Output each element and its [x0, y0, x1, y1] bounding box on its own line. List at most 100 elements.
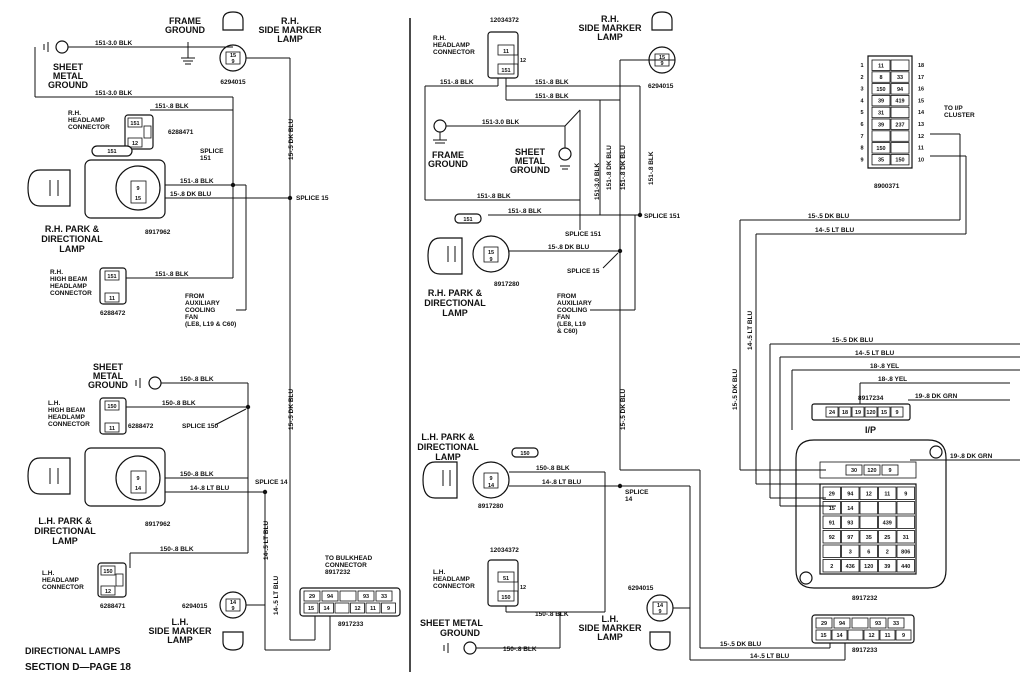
- right-bulkhead-grid-pin-cell: [841, 486, 860, 500]
- mid-lh-headlamp-connector: 51 150 12: [487, 559, 526, 607]
- left-bulkhead-pin-bot-cell: [365, 602, 381, 614]
- cluster-cell-cell: [871, 130, 891, 142]
- bottom-conn-pin-top: 93: [875, 621, 881, 627]
- svg-text:9: 9: [231, 606, 234, 612]
- footer-section-name: DIRECTIONAL LAMPS: [25, 646, 120, 656]
- left-bulkhead-pin-bot-cell: [381, 602, 396, 614]
- mid-lh-side-marker-part: 6294015: [628, 585, 654, 592]
- cluster-cell: 8: [879, 75, 882, 81]
- ip-pin: 19: [855, 410, 861, 416]
- right-bulkhead-grid-pin: 91: [829, 520, 835, 526]
- cluster-pin-right: 15: [918, 98, 924, 104]
- rh-park-lamp: 915 151: [27, 145, 166, 219]
- right-bulkhead-grid-pin-cell: [822, 559, 841, 573]
- bottom-conn-pin-bot-cell: [831, 629, 848, 641]
- mid-lh-park-lamp: 914 150: [422, 447, 539, 499]
- svg-text:15: 15: [230, 53, 236, 59]
- svg-text:51: 51: [503, 576, 509, 582]
- cluster-cell-cell: [890, 59, 910, 71]
- cluster-cell-cell: [871, 95, 891, 107]
- right-bulkhead-grid-pin-cell: [822, 501, 841, 515]
- bottom-conn-pin-bot-cell: [879, 629, 896, 641]
- svg-text:9: 9: [136, 186, 139, 192]
- cluster-part: 8900371: [874, 183, 900, 190]
- cluster-pin-right: 12: [918, 134, 924, 140]
- bottom-conn-pin-top-cell: [869, 617, 887, 629]
- right-bulkhead-grid-pin: 6: [867, 549, 870, 555]
- footer-page: SECTION D—PAGE 18: [25, 662, 131, 673]
- ip-part: 8917234: [858, 395, 884, 402]
- mid-v-151-8-blk: 151-.8 BLK: [648, 151, 655, 185]
- right-bulkhead-grid-pin-cell: [859, 544, 878, 558]
- svg-text:12: 12: [132, 141, 138, 147]
- ip-pin-cell: [890, 406, 904, 418]
- mid-wire-15-5-dkblu-bot: 15-.5 DK BLU: [720, 641, 761, 648]
- bottom-conn-pin-bot-cell: [863, 629, 880, 641]
- wire-15-8-dkblu: 15-.8 DK BLU: [170, 191, 211, 198]
- mid-wire-151-8-a: 151-.8 BLK: [440, 79, 474, 86]
- ip-pin-cell: [838, 406, 852, 418]
- right-bulkhead-top-pin: 9: [888, 468, 891, 474]
- cluster-cell-cell: [890, 142, 910, 154]
- lh-high-beam-connector: 150 11: [99, 397, 127, 435]
- right-bulkhead-grid-pin: 94: [847, 491, 854, 497]
- right-bulkhead-grid-pin: 14: [847, 506, 854, 512]
- svg-text:9: 9: [489, 257, 492, 263]
- mid-splice-15: SPLICE 15: [567, 268, 600, 275]
- mid-wire-151-3-0: 151-3.0 BLK: [482, 119, 520, 126]
- cluster-pin-left: 6: [860, 122, 863, 128]
- cluster-cell-cell: [890, 106, 910, 119]
- bottom-conn-pin-top: 94: [839, 621, 846, 627]
- wire-15-5-dkblu-v: 15-.5 DK BLU: [288, 119, 295, 160]
- right-bulkhead-grid-pin-cell: [878, 559, 897, 573]
- right-bulkhead-grid-pin: 25: [884, 535, 890, 541]
- right-bulkhead-grid-pin-cell: [859, 515, 878, 529]
- right-bulkhead-grid-pin-cell: [859, 501, 878, 515]
- cluster-cell-cell: [871, 83, 891, 95]
- wire-151-8-a: 151-.8 BLK: [155, 103, 189, 110]
- wire-151-3-0-top: 151-3.0 BLK: [95, 40, 133, 47]
- left-bulkhead-pin-bot: 15: [308, 606, 314, 612]
- svg-text:9: 9: [660, 61, 663, 67]
- cluster-cell: 31: [878, 110, 884, 116]
- cluster-pin-left: 9: [860, 157, 863, 163]
- cluster-cell: 94: [897, 87, 904, 93]
- bottom-conn-pin-bot: 11: [885, 633, 891, 639]
- right-wire-19-8-dkgrn-b: 19-.8 DK GRN: [950, 453, 993, 460]
- cluster-cell-cell: [890, 130, 910, 142]
- cluster-pin-left: 1: [860, 63, 863, 69]
- svg-text:151: 151: [463, 217, 472, 223]
- bottom-conn-pin-top-cell: [887, 617, 905, 629]
- cluster-cell-cell: [871, 118, 891, 130]
- mid-wire-14-8-ltblu: 14-.8 LT BLU: [542, 479, 582, 486]
- ip-pin: 18: [842, 410, 848, 416]
- wire-151-8-c: 151-.8 BLK: [155, 271, 189, 278]
- left-bulkhead-pin-top: 33: [381, 594, 387, 600]
- right-wire-15-5-dkblu-a: 15-.5 DK BLU: [808, 213, 849, 220]
- ip-pin: 120: [866, 410, 875, 416]
- right-bulkhead-top-pin: 30: [851, 468, 857, 474]
- svg-text:12: 12: [520, 58, 526, 64]
- ip-pin-cell: [877, 406, 891, 418]
- lh-headlamp-connector: 150 12: [97, 562, 127, 598]
- cluster-cell-cell: [871, 153, 891, 166]
- svg-text:15: 15: [488, 250, 494, 256]
- mid-rh-park-part: 8917280: [494, 281, 520, 288]
- svg-text:9: 9: [658, 609, 661, 615]
- svg-text:14: 14: [230, 600, 237, 606]
- right-wire-14-5-ltblu-a: 14-.5 LT BLU: [815, 227, 855, 234]
- right-bulkhead-grid-pin: 439: [883, 520, 892, 526]
- right-bulkhead-grid-pin: 15: [829, 506, 835, 512]
- svg-text:11: 11: [109, 426, 115, 432]
